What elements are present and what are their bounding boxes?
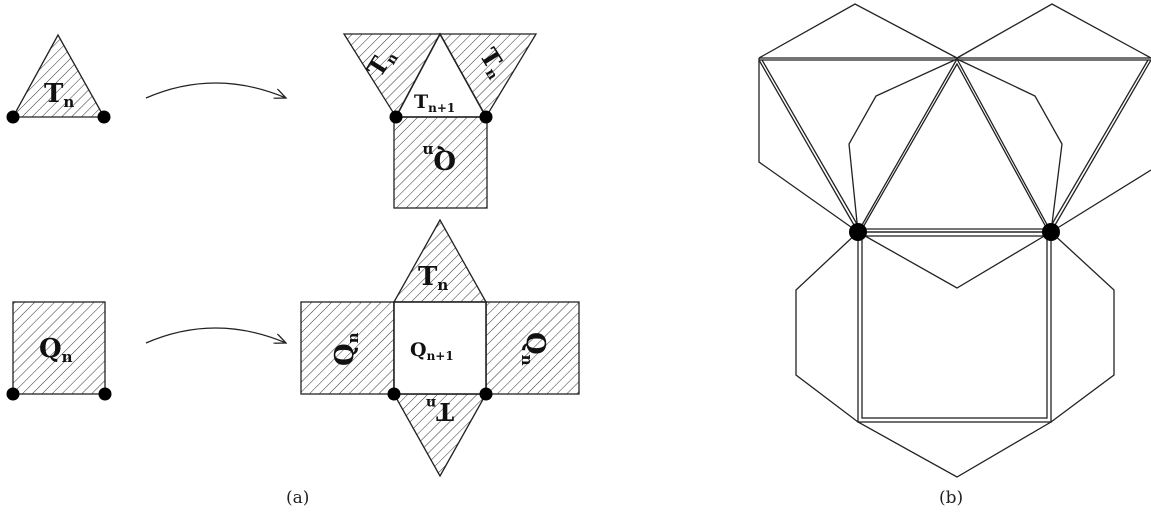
bottom-square-label: Qn	[422, 142, 456, 174]
arrow-row2	[145, 327, 286, 343]
source-triangle	[11, 33, 106, 118]
caption-b: (b)	[939, 488, 963, 508]
center-square-label: Qn+1	[410, 339, 454, 363]
row2-source: Qn	[6, 301, 112, 401]
vertex-dot	[387, 387, 401, 401]
square-v-lines	[857, 231, 1052, 289]
panel-a: Tn Tn Tn Tn+1 Qn	[6, 32, 580, 508]
row2-result: Tn Qn Qn Qn+1 Tn	[300, 218, 580, 478]
right-triangle-diagonal	[1047, 59, 1149, 232]
right-triangle-outer	[1050, 169, 1151, 233]
vertex-dot	[6, 110, 20, 124]
vertex-dot	[6, 387, 20, 401]
cap-left	[758, 3, 958, 59]
vertex-dot	[1042, 223, 1060, 241]
vertex-dot	[849, 223, 867, 241]
vertex-dot	[97, 110, 111, 124]
source-triangle-label: Tn	[44, 79, 74, 111]
left-triangle-diagonal	[761, 59, 862, 232]
caption-a: (a)	[286, 488, 309, 508]
right-square-label: Qn	[518, 332, 550, 366]
svg-text:Tn: Tn	[426, 395, 454, 426]
central-square-inner	[861, 235, 1048, 419]
svg-text:Qn: Qn	[518, 332, 550, 366]
vertex-dot	[98, 387, 112, 401]
vertex-dot	[479, 110, 493, 124]
cap-right	[956, 3, 1151, 59]
central-triangle-inner	[860, 62, 1049, 230]
top-triangle-label: Tn	[418, 262, 448, 294]
inner-octagon	[848, 58, 1063, 233]
panel-b: (b)	[758, 3, 1151, 508]
left-triangle-outer	[758, 58, 859, 233]
bottom-square	[393, 116, 488, 209]
outer-octagon	[795, 231, 1115, 478]
left-square-label: Qn	[330, 332, 362, 366]
vertex-dot	[479, 387, 493, 401]
vertex-dot	[389, 110, 403, 124]
bottom-triangle-label: Tn	[426, 395, 454, 426]
source-square-label: Qn	[39, 334, 73, 366]
arrow-row1	[145, 82, 286, 98]
center-triangle-label: Tn+1	[414, 91, 455, 115]
row1-result: Tn Tn Tn+1 Qn	[342, 32, 538, 209]
svg-text:Qn: Qn	[422, 142, 456, 174]
center-square	[393, 301, 487, 395]
svg-text:Qn: Qn	[330, 332, 362, 366]
source-square	[12, 301, 106, 395]
row1-source: Tn	[6, 33, 111, 124]
left-triangle-diagonal	[758, 59, 859, 233]
central-square	[857, 231, 1052, 423]
right-triangle-diagonal	[1050, 59, 1151, 233]
central-triangle	[856, 57, 1053, 233]
